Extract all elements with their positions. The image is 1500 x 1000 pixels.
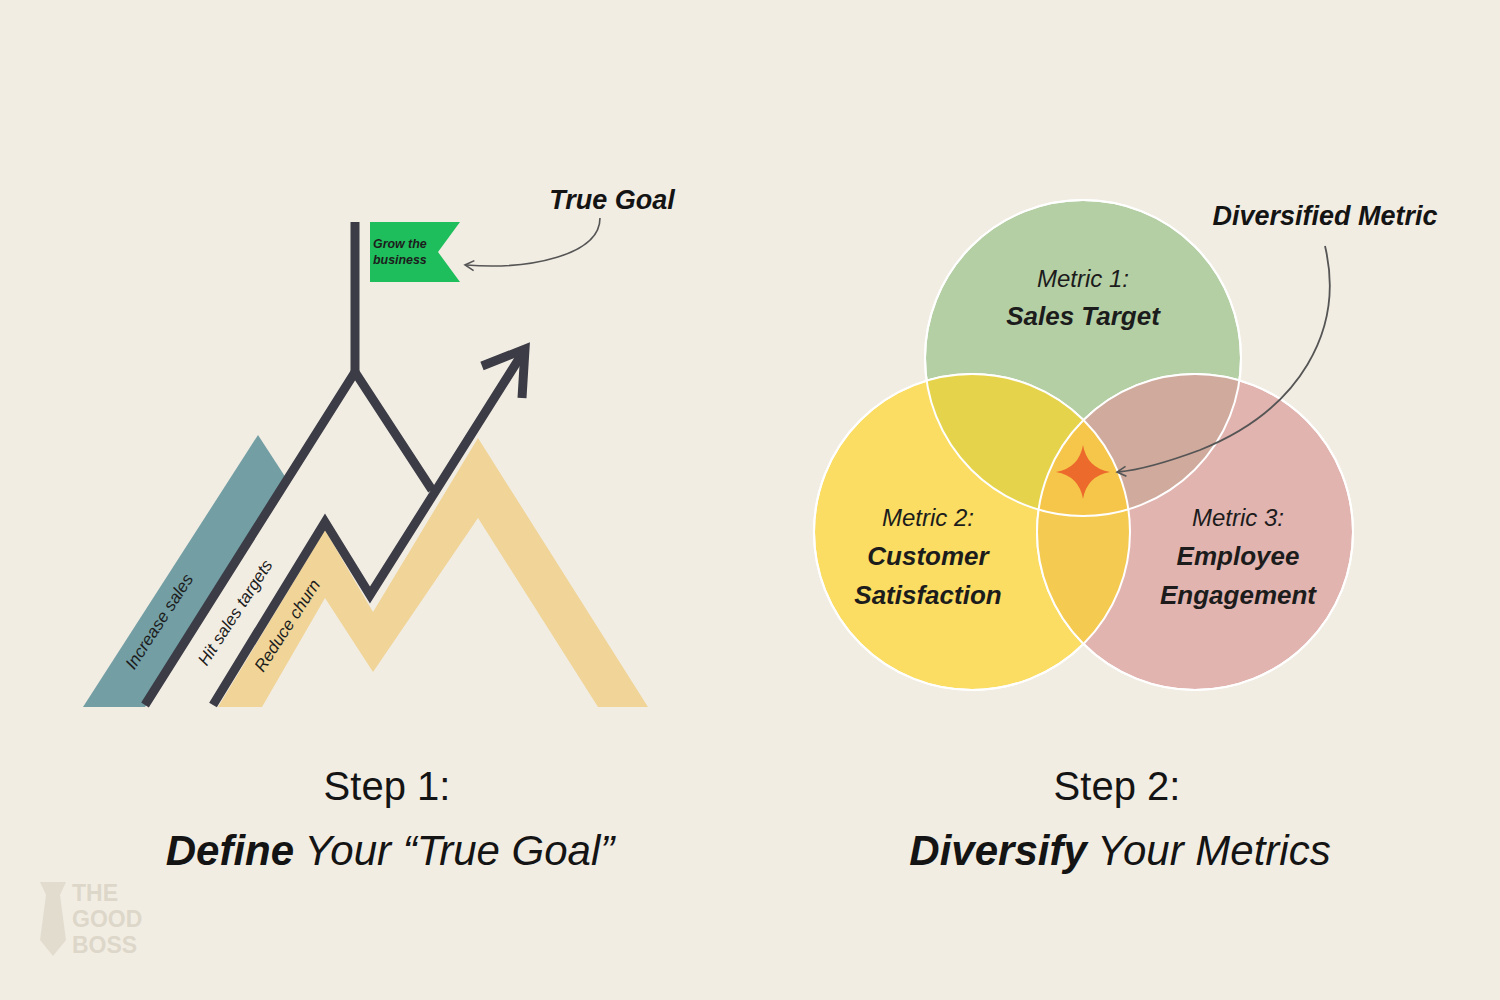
flag-shape — [370, 222, 460, 282]
mountain-line — [145, 372, 432, 705]
metric-name: Employee Engagement — [1138, 537, 1338, 615]
overlap-green-pink-fill — [1037, 374, 1353, 690]
circle-outline — [814, 374, 1130, 690]
circle-shape — [1035, 372, 1355, 692]
growth-arrow — [213, 354, 522, 705]
overlap-center — [1037, 374, 1353, 690]
overlap-green-yellow-fill — [814, 374, 1130, 690]
yellow-band — [218, 438, 648, 707]
label-line: True Goal — [549, 184, 675, 216]
overlap-yellow-pink — [1037, 374, 1353, 690]
label-line: BOSS — [72, 932, 137, 960]
flag-pole — [351, 222, 360, 376]
step-caption: Diversify — [909, 826, 1086, 876]
watermark: THE — [72, 880, 118, 908]
step-caption: Your “True Goal” — [305, 826, 615, 876]
label-line: Diversified Metric — [1212, 200, 1437, 232]
metric-name: Customer Satisfaction — [828, 537, 1028, 615]
circle-text-box: Metric 3:Employee Engagement — [1138, 499, 1338, 614]
label-line: DiversifyYour Metrics — [909, 826, 1330, 876]
overlap-green-yellow — [814, 374, 1130, 690]
step-caption: Step 1: — [324, 762, 451, 810]
leader-line — [466, 218, 600, 266]
metric-number: Metric 1: — [983, 260, 1183, 297]
overlap-yellow-pink-fill — [1037, 374, 1353, 690]
label-line: Step 1: — [324, 762, 451, 810]
circle-text-box: Metric 1:Sales Target — [983, 260, 1183, 336]
flag-fill — [370, 222, 460, 282]
step-caption: Step 2: — [1054, 762, 1181, 810]
watermark-tie — [40, 882, 66, 956]
goal-flag: Grow the business — [370, 222, 460, 282]
leader-line — [1118, 246, 1330, 472]
arrow-head — [482, 349, 525, 398]
metric-circle: Metric 3:Employee Engagement — [1035, 372, 1355, 692]
overlap-center-fill — [1037, 374, 1353, 690]
metric-name: Sales Target — [983, 297, 1183, 336]
step-caption: Define — [166, 826, 294, 876]
metric-number: Metric 2: — [828, 499, 1028, 536]
watermark: GOOD — [72, 906, 142, 934]
label-line: DefineYour “True Goal” — [166, 826, 615, 876]
star — [1056, 445, 1110, 499]
step-caption: Your Metrics — [1097, 826, 1330, 876]
circle-outline — [1037, 374, 1353, 690]
circle-text-box: Metric 2:Customer Satisfaction — [828, 499, 1028, 614]
flag-text-box: Grow the business — [373, 222, 439, 282]
label-line: THE — [72, 880, 118, 908]
label-line: GOOD — [72, 906, 142, 934]
metric-number: Metric 3: — [1138, 499, 1338, 536]
circle-outline — [925, 200, 1241, 516]
overlap-center-inner — [1037, 374, 1353, 690]
label-line: Step 2: — [1054, 762, 1181, 810]
circle-fill — [1037, 374, 1353, 690]
callout-label: Diversified Metric — [1212, 200, 1437, 232]
watermark: BOSS — [72, 932, 137, 960]
flag-text: Grow the business — [373, 236, 439, 268]
overlap-green-pink — [1037, 374, 1353, 690]
callout-label: True Goal — [549, 184, 675, 216]
